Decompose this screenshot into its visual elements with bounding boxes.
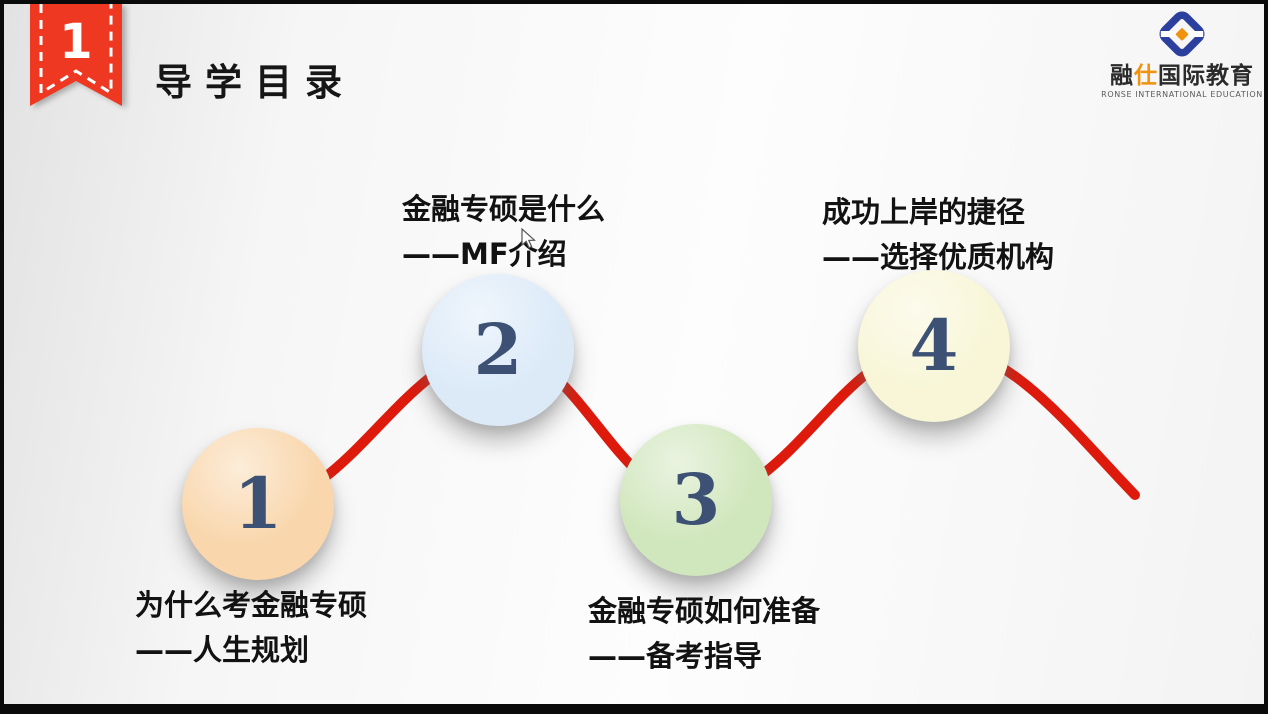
brand-char-rong: 融: [1110, 63, 1134, 89]
ribbon-shape: [30, 4, 122, 106]
step-label-2-line2: ——MF介绍: [402, 237, 567, 271]
brand-name-en: RONSE INTERNATIONAL EDUCATION: [1101, 90, 1263, 100]
step-label-4-line2: ——选择优质机构: [822, 240, 1055, 274]
brand-char-shi: 仕: [1134, 63, 1158, 89]
step-label-1: 为什么考金融专硕 ——人生规划: [135, 583, 367, 673]
step-label-1-line1: 为什么考金融专硕: [135, 588, 368, 622]
slide-stage: 1 导学目录 融仕国际教育 RONSE INTERNATIONAL EDUCAT…: [4, 4, 1264, 704]
step-label-4: 成功上岸的捷径 ——选择优质机构: [822, 190, 1054, 280]
step-label-2-line1: 金融专硕是什么: [402, 192, 606, 226]
chapter-number: 1: [59, 14, 93, 70]
logo-center-square: [1175, 28, 1189, 41]
step-number-3: 3: [671, 458, 721, 541]
brand-logo-icon: [1158, 10, 1206, 62]
step-label-1-line2: ——人生规划: [135, 633, 310, 667]
step-number-1: 1: [233, 462, 283, 545]
ribbon-icon: [30, 4, 122, 106]
step-circle-3: 3: [620, 424, 772, 576]
step-number-2: 2: [473, 308, 523, 391]
page-title: 导学目录: [155, 61, 355, 104]
step-label-3: 金融专硕如何准备 ——备考指导: [588, 589, 820, 679]
step-circle-2: 2: [422, 274, 574, 426]
brand-name-cn: 融仕国际教育: [1099, 63, 1264, 89]
step-label-4-line1: 成功上岸的捷径: [822, 195, 1026, 229]
step-number-4: 4: [909, 304, 959, 387]
chapter-ribbon: 1: [30, 4, 122, 112]
step-label-3-line1: 金融专硕如何准备: [588, 594, 821, 628]
ribbon-dashed-border: [39, 4, 113, 96]
step-label-3-line2: ——备考指导: [588, 639, 763, 673]
logo-diamond-ring: [1159, 11, 1205, 57]
step-circle-4: 4: [858, 270, 1010, 422]
brand-logo: 融仕国际教育 RONSE INTERNATIONAL EDUCATION: [1099, 10, 1264, 99]
mouse-cursor-icon: [521, 228, 536, 249]
brand-name-rest: 国际教育: [1158, 63, 1254, 89]
step-circle-1: 1: [182, 428, 334, 580]
step-label-2: 金融专硕是什么 ——MF介绍: [402, 187, 605, 277]
